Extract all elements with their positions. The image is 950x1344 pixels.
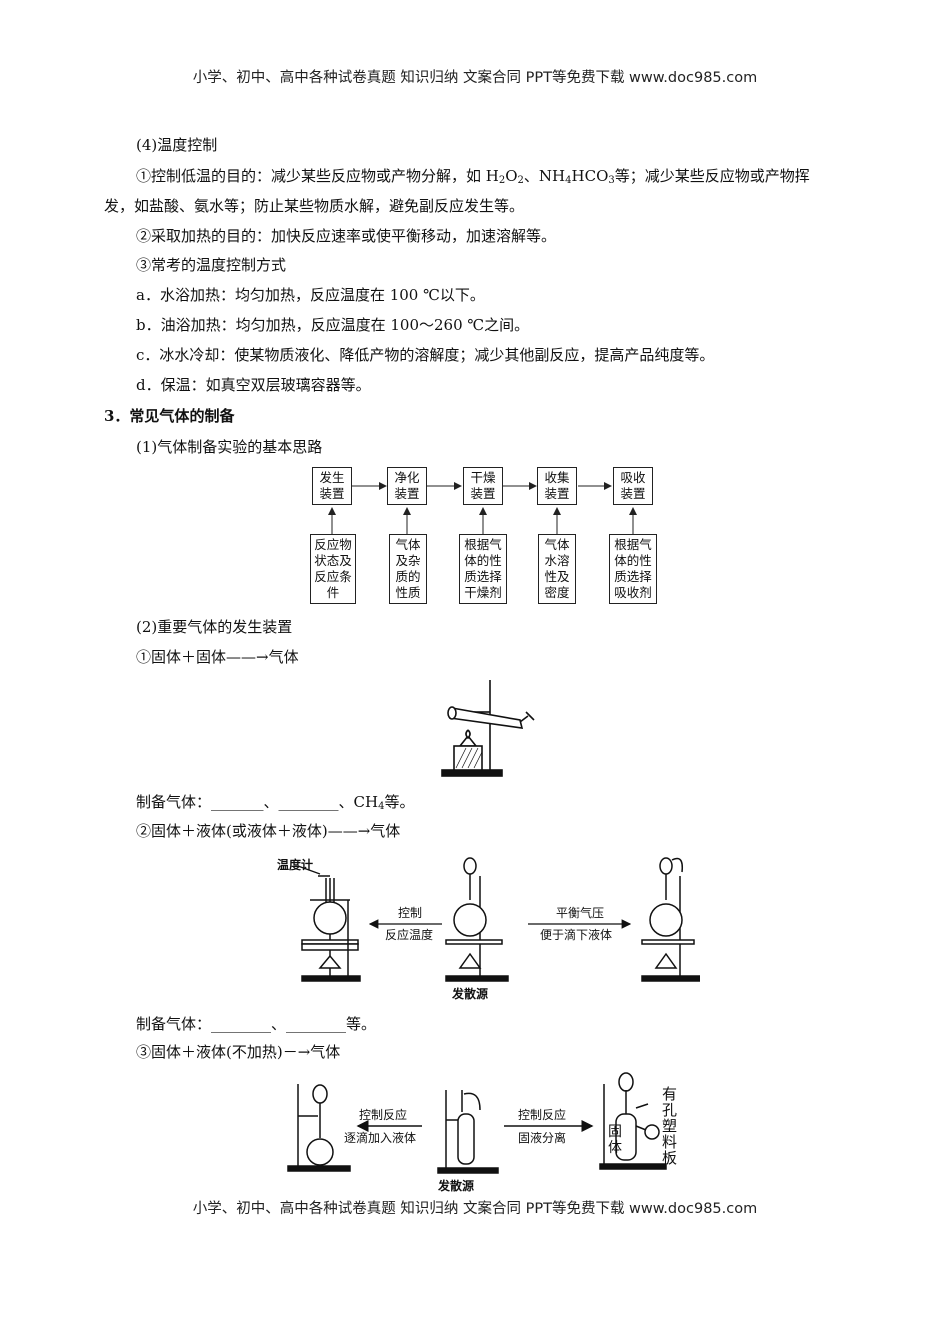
method-b: b．油浴加热：均匀加热，反应温度在 100～260 ℃之间。 (136, 316, 530, 334)
flow-box-reactant-state: 反应物状态及反应条件 (310, 534, 356, 604)
subheading-devices: (2)重要气体的发生装置 (136, 618, 293, 636)
flow-box-generate: 发生装置 (312, 467, 352, 505)
label-control-reaction-left: 控制反应 (359, 1108, 408, 1122)
paragraph-low-temp: ①控制低温的目的：减少某些反应物或产物分解，如 H2O2、NH4HCO3等；减少… (136, 167, 810, 186)
flow-box-desiccant: 根据气体的性质选择干燥剂 (459, 534, 507, 604)
label-solid: 固体 (608, 1124, 622, 1156)
label-control: 控制 (398, 906, 423, 920)
apparatus-noheat-figure (287, 1072, 667, 1174)
flow-box-absorbent: 根据气体的性质选择吸收剂 (609, 534, 657, 604)
label-solid-liquid-separation: 固液分离 (518, 1131, 567, 1145)
fill-blank-solid-solid: 制备气体：_______、________、CH4等。 (136, 793, 415, 812)
paragraph-heating: ②采取加热的目的：加快反应速率或使平衡移动，加速溶解等。 (136, 227, 557, 245)
flow-box-dry: 干燥装置 (463, 467, 503, 505)
device-solid-liquid: ②固体＋液体(或液体＋液体)——→气体 (136, 822, 401, 840)
subheading-idea: (1)气体制备实验的基本思路 (136, 438, 323, 456)
device-solid-solid: ①固体＋固体——→气体 (136, 648, 299, 666)
label-dropwise: 逐滴加入液体 (344, 1131, 417, 1145)
apparatus-solid-liquid-figure (297, 857, 700, 982)
label-control-reaction-right: 控制反应 (518, 1108, 567, 1122)
method-d: d．保温：如真空双层玻璃容器等。 (136, 376, 371, 394)
flow-box-absorb: 吸收装置 (613, 467, 653, 505)
flow-box-purify: 净化装置 (387, 467, 427, 505)
fill-blank-solid-liquid: 制备气体：________、________等。 (136, 1015, 377, 1033)
label-reaction-temp: 反应温度 (385, 928, 434, 942)
section-heading-gas: 3．常见气体的制备 (104, 407, 235, 425)
device-solid-liquid-noheat: ③固体＋液体(不加热)－→气体 (136, 1043, 341, 1061)
paragraph-low-temp-cont: 发，如盐酸、氨水等；防止某些物质水解，避免副反应发生等。 (104, 197, 525, 215)
label-source-center-2: 发散源 (452, 987, 489, 1001)
page-header: 小学、初中、高中各种试卷真题 知识归纳 文案合同 PPT等免费下载 www.do… (192, 70, 758, 86)
label-drip-liquid: 便于滴下液体 (540, 928, 613, 942)
paragraph-methods: ③常考的温度控制方式 (136, 256, 287, 274)
flow-box-impurity: 气体及杂质的性质 (389, 534, 427, 604)
label-thermometer: 温度计 (277, 858, 314, 872)
label-porous-plate: 有孔塑料板 (662, 1085, 678, 1167)
label-balance-pressure: 平衡气压 (556, 906, 605, 920)
page-footer: 小学、初中、高中各种试卷真题 知识归纳 文案合同 PPT等免费下载 www.do… (192, 1201, 758, 1217)
flow-arrows (328, 482, 637, 534)
flow-box-collect: 收集装置 (537, 467, 577, 505)
method-c: c．冰水冷却：使某物质液化、降低产物的溶解度；减少其他副反应，提高产品纯度等。 (136, 346, 715, 364)
apparatus-solid-solid-figure (441, 680, 535, 777)
label-source-center-3: 发散源 (438, 1179, 475, 1193)
flow-box-solubility: 气体水溶性及密度 (538, 534, 576, 604)
method-a: a．水浴加热：均匀加热，反应温度在 100 ℃以下。 (136, 286, 485, 304)
section-heading-temperature: (4)温度控制 (136, 136, 218, 154)
